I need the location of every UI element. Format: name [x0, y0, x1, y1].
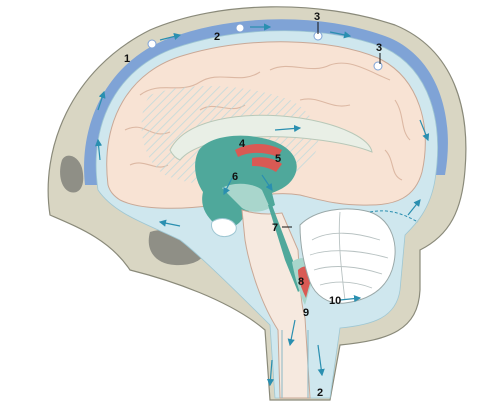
- csf-flow-arrows: [95, 23, 430, 387]
- corpus-callosum: [169, 114, 373, 161]
- label-2-bottom: 2: [317, 387, 323, 399]
- label-5: 5: [275, 153, 281, 165]
- choroid-plexus-lateral: [235, 143, 282, 157]
- label-4: 4: [239, 138, 246, 150]
- label-3-left: 3: [314, 11, 320, 23]
- label-6: 6: [232, 171, 238, 183]
- arachnoid-granulations: [147, 23, 383, 71]
- cerebellum: [299, 208, 396, 304]
- choroid-plexus-third: [252, 157, 282, 172]
- cerebellum-folia: [309, 211, 389, 301]
- skull-dark-patch-left: [60, 155, 84, 193]
- label-8: 8: [298, 276, 304, 288]
- label-2-top: 2: [214, 31, 220, 43]
- label-1: 1: [124, 53, 130, 65]
- ventricle-light-region: [222, 183, 270, 212]
- label-3-right: 3: [376, 42, 382, 54]
- brainstem: [241, 209, 311, 399]
- label-9: 9: [303, 307, 309, 319]
- dashed-flow-arrow: [369, 210, 419, 223]
- label-10: 10: [329, 295, 341, 307]
- label-7: 7: [272, 222, 278, 234]
- pituitary-region: [211, 218, 237, 237]
